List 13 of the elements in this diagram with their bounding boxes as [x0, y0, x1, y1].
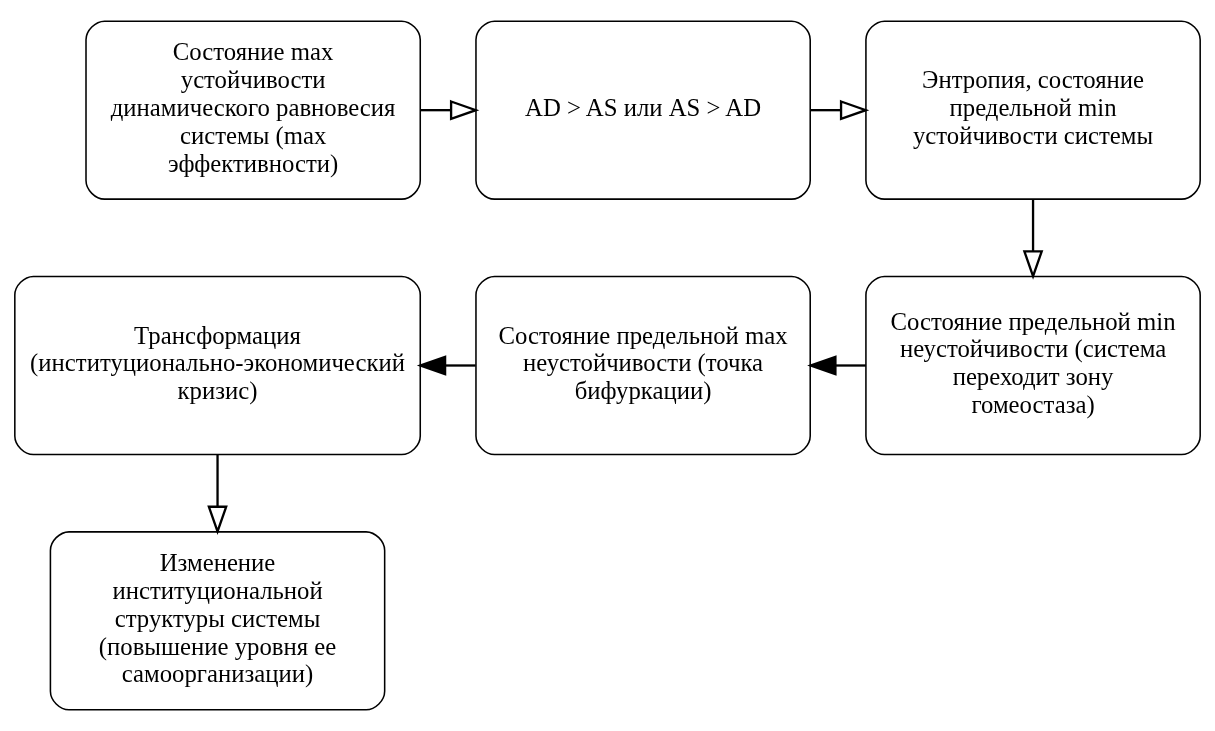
- arrow: [416, 355, 476, 376]
- node-box: AD > AS или AS > AD: [475, 20, 811, 200]
- arrow: [207, 454, 228, 535]
- node-box: Энтропия, состояние предельной min устойчивости системы: [865, 20, 1201, 200]
- node-box: Состояние предельной max неустойчивости (точка бифуркации): [475, 275, 811, 456]
- node-box: Трансформация (институционально-экономический кризис): [14, 275, 422, 456]
- node-box: Изменение институциональной структуры системы (повышение уровня ее самоорганизации): [49, 531, 386, 711]
- arrow: [1022, 199, 1044, 280]
- arrow: [810, 99, 870, 121]
- arrow: [420, 99, 480, 121]
- node-box: Состояние предельной min неустойчивости (система переходит зону гомеостаза): [865, 275, 1201, 456]
- arrow: [807, 355, 866, 376]
- node-box: Состояние max устойчивости динамического равновесия системы (max эффективности): [85, 20, 422, 200]
